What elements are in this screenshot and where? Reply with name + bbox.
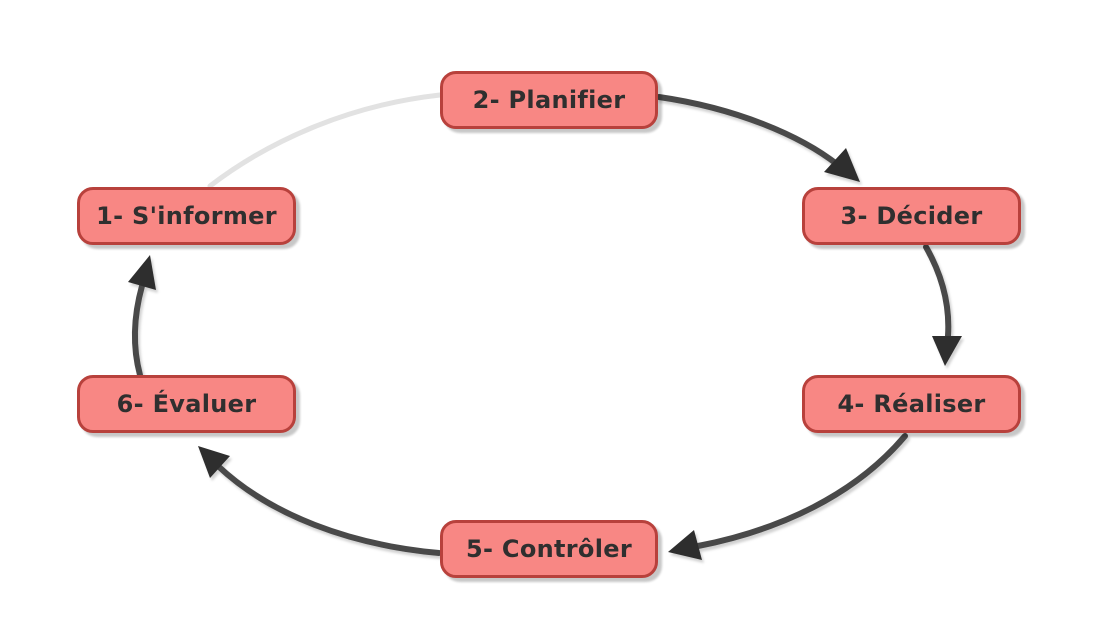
step-label: 5- Contrôler bbox=[466, 535, 632, 563]
connector-informer-to-planifier bbox=[207, 92, 443, 189]
arrow-planifier-to-decider bbox=[656, 94, 860, 182]
arrow-realiser-to-controler bbox=[668, 433, 908, 560]
step-node-evaluer: 6- Évaluer bbox=[77, 375, 296, 433]
step-node-decider: 3- Décider bbox=[802, 187, 1021, 245]
step-node-realiser: 4- Réaliser bbox=[802, 375, 1021, 433]
arrow-controler-to-evaluer bbox=[198, 446, 442, 556]
step-label: 6- Évaluer bbox=[116, 390, 257, 418]
step-label: 2- Planifier bbox=[472, 86, 626, 114]
step-label: 4- Réaliser bbox=[837, 390, 986, 418]
step-label: 3- Décider bbox=[840, 202, 983, 230]
step-node-informer: 1- S'informer bbox=[77, 187, 296, 245]
step-node-controler: 5- Contrôler bbox=[440, 520, 658, 578]
arrow-decider-to-realiser bbox=[923, 244, 962, 366]
step-label: 1- S'informer bbox=[96, 202, 277, 230]
step-node-planifier: 2- Planifier bbox=[440, 71, 658, 129]
arrow-evaluer-to-informer bbox=[128, 255, 156, 378]
